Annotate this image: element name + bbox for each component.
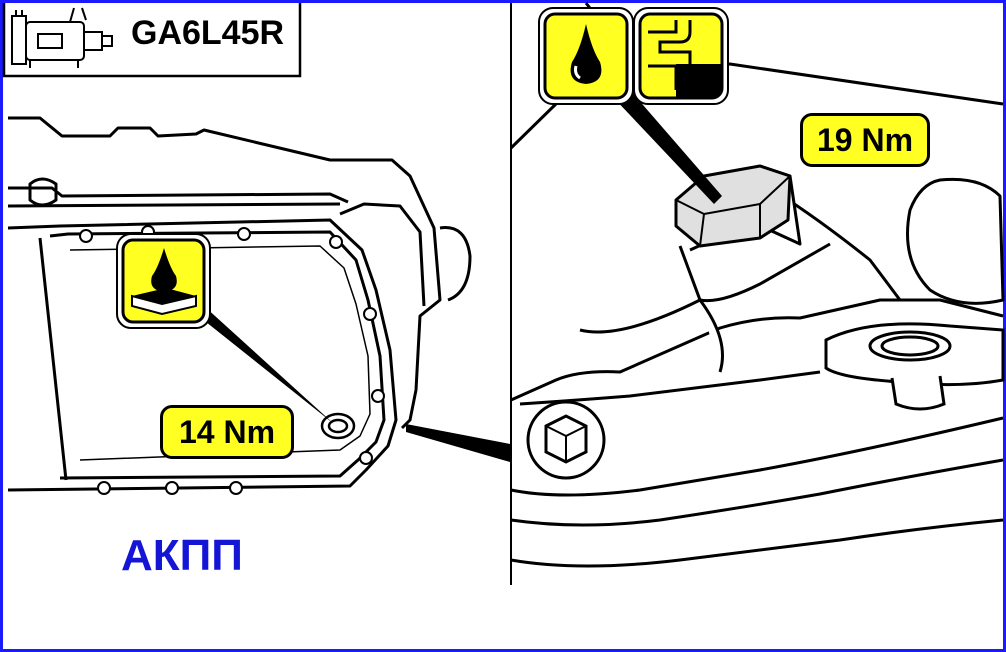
oil-drop-icon (538, 7, 634, 105)
bracket-bolt (526, 400, 606, 480)
drain-plug (320, 412, 356, 440)
torque-label-fill-plug: 19 Nm (800, 113, 930, 167)
caption-akpp: АКПП (121, 531, 243, 580)
oil-drain-icon (116, 233, 211, 329)
model-header-box (2, 3, 302, 78)
link-plate (824, 322, 1005, 411)
fill-plug (674, 164, 802, 252)
oil-level-icon (633, 7, 729, 105)
connector-arrow (406, 424, 510, 462)
leader-line-drain (196, 306, 334, 424)
torque-label-drain-plug: 14 Nm (160, 405, 294, 459)
transmission-icon (11, 7, 113, 68)
model-code: GA6L45R (131, 14, 285, 52)
leader-line-fill (612, 90, 722, 204)
